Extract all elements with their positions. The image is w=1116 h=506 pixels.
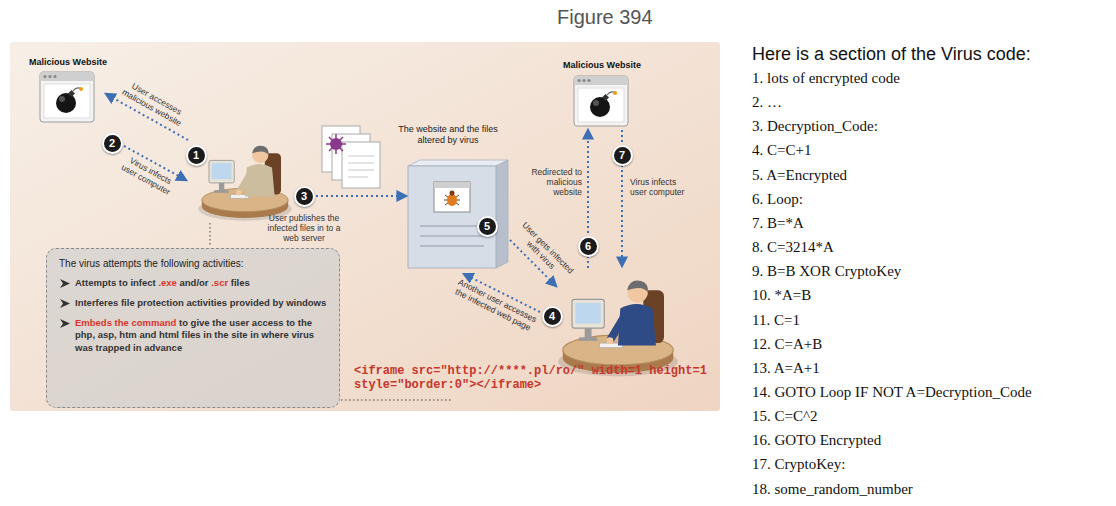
bullet-item: Interferes file protection activities pr… xyxy=(59,297,329,310)
node-label: Malicious Website xyxy=(22,57,114,67)
code-line: 5. A=Encrypted xyxy=(752,167,847,184)
code-line: 16. GOTO Encrypted xyxy=(752,432,881,449)
connection-arrows xyxy=(106,94,622,312)
activity-text: The virus attempts the following activit… xyxy=(59,258,244,269)
code-line: 8. C=3214*A xyxy=(752,239,834,256)
bullet-arrow xyxy=(60,299,70,308)
callout-number: 7 xyxy=(612,145,633,166)
browser-window-icon xyxy=(40,72,94,122)
bullet-arrow xyxy=(60,319,70,328)
bullet-item: Attempts to infect .exe and/or .scr file… xyxy=(59,277,329,290)
callout-number: 4 xyxy=(542,306,563,327)
user-figure xyxy=(558,281,678,377)
user-figure xyxy=(198,146,292,221)
code-line: 2. … xyxy=(752,94,782,111)
code-line: 14. GOTO Loop IF NOT A=Decryption_Code xyxy=(752,384,1032,401)
arrow-label: User publishes the infected files in to … xyxy=(262,214,346,243)
code-line: 15. C=C^2 xyxy=(752,408,818,425)
code-line: 6. Loop: xyxy=(752,191,803,208)
website-icon: Malicious Website xyxy=(22,57,114,125)
web-server: The website and the files altered by vir… xyxy=(396,124,500,272)
callout-number: 6 xyxy=(578,236,599,257)
activity-text: Attempts to infect xyxy=(75,277,156,288)
activity-text: files xyxy=(231,277,250,288)
code-line: 7. B=*A xyxy=(752,215,804,232)
website-icon: Malicious Website xyxy=(556,60,648,128)
code-line: 17. CryptoKey: xyxy=(752,456,845,473)
activity-text: and/or xyxy=(180,277,209,288)
callout-number: 2 xyxy=(102,133,123,154)
code-line: 12. C=A+B xyxy=(752,336,822,353)
code-line: 13. A=A+1 xyxy=(752,360,820,377)
infected-documents xyxy=(322,126,380,188)
callout-number: 1 xyxy=(186,145,207,166)
arrow-label: Redirected to malicious website xyxy=(522,168,582,197)
activity-text: Interferes file protection activities pr… xyxy=(75,297,326,308)
highlight-text: Embeds the command xyxy=(75,317,176,328)
arrow-label: Virus infects user computer xyxy=(630,178,692,198)
code-line: 9. B=B XOR CryptoKey xyxy=(752,263,901,280)
code-line: 18. some_random_number xyxy=(752,481,913,498)
web-server-icon xyxy=(408,160,508,268)
highlight-text: .exe xyxy=(158,277,177,288)
callout-number: 3 xyxy=(294,186,315,207)
node-label: Malicious Website xyxy=(556,60,648,70)
code-line: 3. Decryption_Code: xyxy=(752,118,878,135)
browser-window-icon xyxy=(574,76,628,126)
bullet-arrow xyxy=(60,279,70,288)
activity-box: The virus attempts the following activit… xyxy=(46,248,340,408)
code-line: 11. C=1 xyxy=(752,312,800,329)
code-heading: Here is a section of the Virus code: xyxy=(752,44,1031,65)
highlight-text: .scr xyxy=(211,277,228,288)
bullet-item: Embeds the command to give the user acce… xyxy=(59,317,329,355)
node-label: The website and the files altered by vir… xyxy=(396,124,500,146)
code-snippet: <iframe src="http://****.pl/ro/" width=1… xyxy=(354,364,720,393)
callout-number: 5 xyxy=(477,216,498,237)
figure-title: Figure 394 xyxy=(557,6,653,29)
code-line: 4. C=C+1 xyxy=(752,142,811,159)
code-line: 1. lots of encrypted code xyxy=(752,70,900,87)
code-line: 10. *A=B xyxy=(752,287,811,304)
box-heading: The virus attempts the following activit… xyxy=(59,258,329,269)
panel-ground xyxy=(10,42,720,411)
